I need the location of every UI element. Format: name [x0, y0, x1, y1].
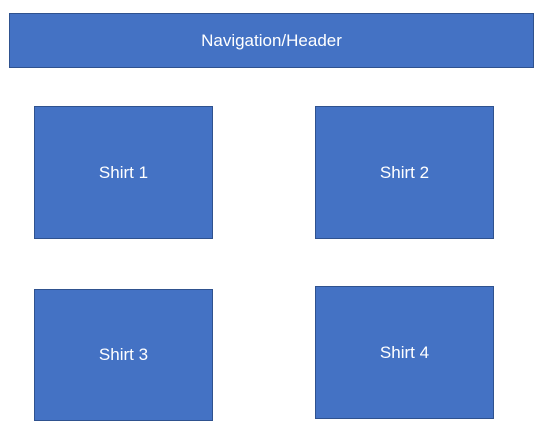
shirt-3-label: Shirt 3 — [98, 345, 149, 364]
navigation-header-label: Navigation/Header — [201, 30, 342, 50]
shirt-4-block: Shirt 4 — [315, 286, 494, 419]
shirt-4-label: Shirt 4 — [379, 342, 430, 362]
shirt-1-label: Shirt 1 — [98, 162, 149, 182]
navigation-header-block: Navigation/Header — [9, 13, 534, 68]
shirt-2-block: Shirt 2 — [315, 106, 494, 239]
shirt-2-label: Shirt 2 — [379, 162, 430, 182]
shirt-1-block: Shirt 1 — [34, 106, 213, 239]
shirt-3-block: Shirt 3 — [34, 289, 213, 421]
